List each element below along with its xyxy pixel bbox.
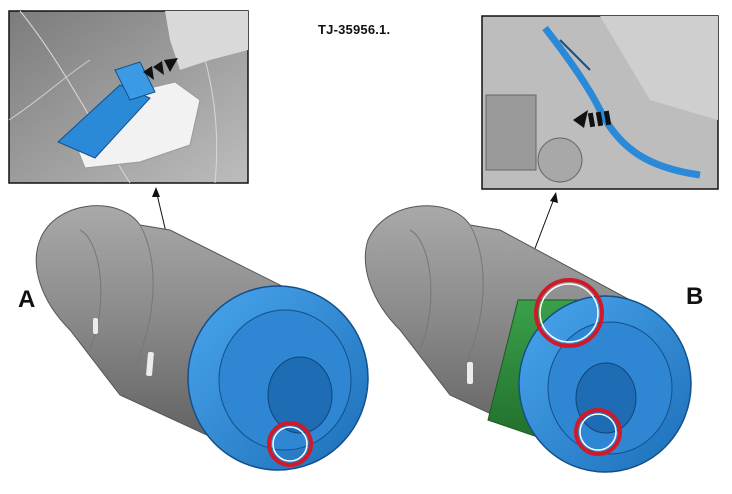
document-id: TJ-35956.1. [318,22,391,37]
double-arrow-icon [143,58,178,80]
mirror-housing [165,11,248,70]
highlight-circle-b-lower [574,408,622,456]
inset-left [8,10,249,184]
connector-a [35,205,369,471]
inset-left-connector [57,84,151,159]
highlight-circle-b-upper [534,278,604,348]
connector-b [364,205,692,473]
label-a: A [18,286,35,313]
highlight-circle-a [267,421,313,467]
push-arrow-icon [573,110,612,128]
inset-right-cable [542,25,701,179]
label-b: B [686,283,704,310]
inset-right [481,15,719,190]
